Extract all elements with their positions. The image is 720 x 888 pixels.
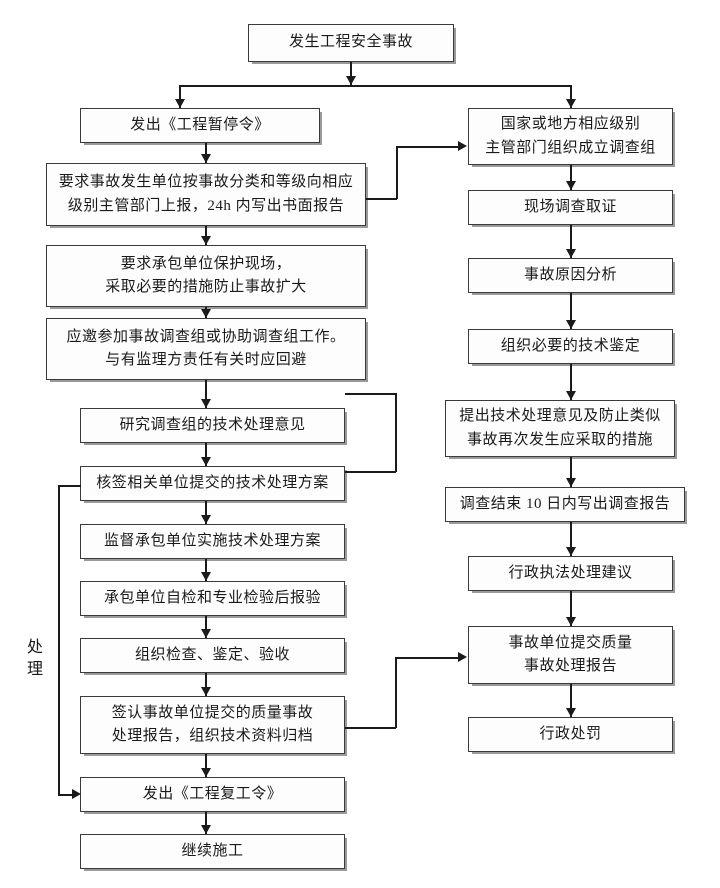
node-propose-preventive-measures[interactable]: 提出技术处理意见及防止类似 事故再次发生应采取的措施: [445, 400, 675, 457]
arrow-left6-left7: [201, 515, 211, 524]
edge-left7-left8: [205, 559, 207, 581]
edge-left8-left9: [205, 616, 207, 638]
node-protect-site[interactable]: 要求承包单位保护现场， 采取必要的措施防止事故扩大: [46, 245, 366, 307]
edge-left4-left5: [205, 380, 207, 408]
node-accident-occurs[interactable]: 发生工程安全事故: [248, 24, 454, 62]
node-study-technical-opinion[interactable]: 研究调查组的技术处理意见: [80, 408, 345, 443]
edge-left2-to-right1-h1: [366, 198, 397, 200]
arrow-left10-to-right8: [458, 652, 467, 662]
node-administrative-penalty[interactable]: 行政处罚: [468, 717, 673, 752]
node-contractor-self-inspection[interactable]: 承包单位自检和专业检验后报验: [80, 581, 345, 616]
arrow-right1-right2: [566, 181, 576, 190]
arrow-to-left-1: [175, 99, 185, 108]
edge-top-split-left: [179, 85, 181, 108]
edge-left11-left12: [205, 812, 207, 834]
arrow-loopback-to-left11: [72, 789, 81, 799]
edge-left10-to-right8-h2: [395, 657, 463, 659]
edge-right5-right6: [570, 457, 572, 487]
edge-left1-left2: [205, 143, 207, 163]
node-technical-appraisal[interactable]: 组织必要的技术鉴定: [468, 329, 673, 364]
arrow-left3-left4: [201, 309, 211, 318]
arrow-left9-left10: [201, 687, 211, 696]
node-unit-submits-report[interactable]: 事故单位提交质量 事故处理报告: [468, 626, 673, 684]
arrow-right6-right7: [566, 547, 576, 556]
arrow-left11-left12: [201, 825, 211, 834]
side-label-processing: 处理: [24, 638, 41, 682]
edge-left2-to-right1-h2: [396, 146, 459, 148]
edge-right4-right5: [570, 364, 572, 400]
edge-right6-right7: [570, 522, 572, 556]
node-cause-analysis[interactable]: 事故原因分析: [468, 258, 673, 293]
arrow-right8-right9: [566, 708, 576, 717]
arrow-to-right-1: [566, 99, 576, 108]
edge-left2-to-right1-v: [396, 146, 398, 199]
node-form-investigation-team[interactable]: 国家或地方相应级别 主管部门组织成立调查组: [468, 108, 673, 165]
arrow-right4-right5: [566, 391, 576, 400]
edge-left5-left6: [205, 443, 207, 466]
arrow-left10-left11: [201, 768, 211, 777]
arrow-left7-left8: [201, 572, 211, 581]
arrow-left4-left5: [201, 399, 211, 408]
arrow-left2-to-right1: [458, 141, 467, 151]
arrow-left2-left3: [201, 236, 211, 245]
edge-loopback-h-top: [58, 485, 81, 487]
node-issue-resume-order[interactable]: 发出《工程复工令》: [80, 777, 345, 812]
node-join-investigation[interactable]: 应邀参加事故调查组或协助调查组工作。 与有监理方责任有关时应回避: [46, 318, 366, 380]
node-sign-technical-plan[interactable]: 核签相关单位提交的技术处理方案: [80, 466, 345, 501]
edge-left6-left7: [205, 501, 207, 524]
arrow-right3-right4: [566, 320, 576, 329]
edge-top-stem: [350, 62, 352, 85]
node-investigation-report-10days[interactable]: 调查结束 10 日内写出调查报告: [445, 487, 685, 522]
node-sign-quality-report[interactable]: 签认事故单位提交的质量事故 处理报告，组织技术资料归档: [80, 696, 345, 754]
node-supervise-implementation[interactable]: 监督承包单位实施技术处理方案: [80, 524, 345, 559]
edge-right7-right8: [570, 591, 572, 626]
edge-right3-right4: [570, 293, 572, 329]
arrow-left5-left6: [201, 457, 211, 466]
edge-top-split: [179, 85, 571, 87]
edge-left10-to-right8-h1: [345, 727, 396, 729]
edge-loopback-h-bottom: [58, 794, 76, 796]
edge-left10-left11: [205, 754, 207, 777]
node-enforcement-suggestion[interactable]: 行政执法处理建议: [468, 556, 673, 591]
arrow-right2-right3: [566, 249, 576, 258]
edge-left2-left3: [205, 226, 207, 245]
edge-top-split-right: [570, 85, 572, 108]
arrow-left8-left9: [201, 629, 211, 638]
edge-left9-left10: [205, 673, 207, 696]
node-organize-inspection-acceptance[interactable]: 组织检查、鉴定、验收: [80, 638, 345, 673]
edge-loopback-v: [58, 485, 60, 795]
node-issue-suspension-order[interactable]: 发出《工程暂停令》: [80, 108, 320, 143]
edge-right1-right2: [570, 165, 572, 190]
edge-right-to-left-h1: [345, 393, 396, 395]
node-site-investigation[interactable]: 现场调查取证: [468, 190, 673, 225]
edge-left10-to-right8-v: [395, 657, 397, 728]
arrow-left1-left2: [201, 154, 211, 163]
edge-right8-right9: [570, 684, 572, 717]
edge-right-to-left-v: [395, 393, 397, 472]
arrow-right5-right6: [566, 478, 576, 487]
arrow-top-stem: [346, 76, 356, 85]
edge-right-to-left-h2: [345, 471, 396, 473]
edge-right2-right3: [570, 225, 572, 258]
node-continue-construction[interactable]: 继续施工: [80, 834, 345, 869]
arrow-right7-right8: [566, 617, 576, 626]
node-report-to-authority[interactable]: 要求事故发生单位按事故分类和等级向相应 级别主管部门上报，24h 内写出书面报告: [46, 163, 366, 226]
